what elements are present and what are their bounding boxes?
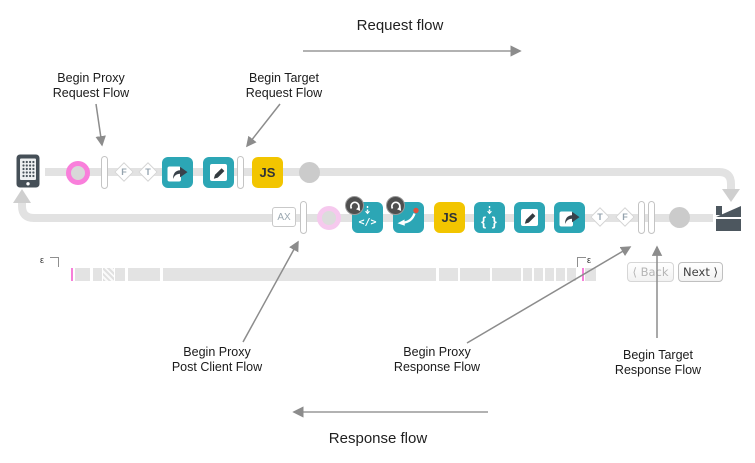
javascript-policy-icon[interactable]: JS xyxy=(434,202,465,233)
post-client-pointer-arrow-icon xyxy=(242,240,299,343)
ax-label: AX xyxy=(277,211,291,223)
back-button[interactable]: ⟨ Back xyxy=(627,262,674,282)
annotation-line: Request Flow xyxy=(245,86,323,100)
proxy-response-pointer-arrow-icon xyxy=(466,246,632,344)
request-endpoint-circle[interactable] xyxy=(299,162,320,183)
diamond-letter: F xyxy=(121,167,127,177)
annotation-line: Begin Proxy xyxy=(183,345,251,359)
annotation-line: Begin Proxy xyxy=(57,71,125,85)
annotation-target-response: Begin Target Response Flow xyxy=(593,348,723,378)
request-start-circle[interactable] xyxy=(66,161,90,185)
annotation-line: Post Client Flow xyxy=(171,360,263,374)
timeline-segment[interactable] xyxy=(556,268,565,281)
condition-diamond-true[interactable]: T xyxy=(590,207,610,227)
condition-diamond-false[interactable]: F xyxy=(114,162,134,182)
diamond-letter: F xyxy=(622,212,628,222)
loop-indicator-icon xyxy=(386,196,405,215)
annotation-line: Begin Target xyxy=(623,348,693,362)
timeline-left-epsilon: ε xyxy=(40,255,45,265)
pencil-glyph-icon xyxy=(521,209,538,226)
assign-message-policy-icon[interactable] xyxy=(554,202,585,233)
annotation-line: Begin Proxy xyxy=(403,345,471,359)
post-client-flow-marker[interactable] xyxy=(300,201,307,234)
timeline-segment[interactable] xyxy=(523,268,532,281)
annotation-proxy-response: Begin Proxy Response Flow xyxy=(372,345,502,375)
timeline-segment[interactable] xyxy=(128,268,160,281)
condition-diamond-true[interactable]: T xyxy=(138,162,158,182)
request-flow-title: Request flow xyxy=(356,17,444,34)
annotation-line: Request Flow xyxy=(52,86,130,100)
timeline-tick[interactable] xyxy=(582,268,584,281)
timeline-segment[interactable] xyxy=(439,268,458,281)
response-flow-title: Response flow xyxy=(328,430,428,447)
timeline-right-corner-icon xyxy=(577,257,586,267)
timeline-left-corner-icon xyxy=(50,257,59,267)
target-request-pointer-arrow-icon xyxy=(246,103,281,148)
timeline-segment[interactable] xyxy=(103,268,114,281)
annotation-line: Response Flow xyxy=(393,360,481,374)
share-glyph-icon xyxy=(167,166,188,182)
pencil-glyph-icon xyxy=(210,164,227,181)
timeline-segment[interactable] xyxy=(545,268,554,281)
annotation-target-request: Begin Target Request Flow xyxy=(219,71,349,101)
mobile-client-icon[interactable] xyxy=(16,154,40,188)
timeline-segment[interactable] xyxy=(75,268,90,281)
target-request-flow-marker[interactable] xyxy=(237,156,244,189)
response-arrowhead-icon xyxy=(13,189,31,203)
json-policy-icon[interactable]: { } xyxy=(474,202,505,233)
annotation-proxy-request: Begin Proxy Request Flow xyxy=(26,71,156,101)
code-glyph: </> xyxy=(358,216,377,228)
annotation-post-client: Begin Proxy Post Client Flow xyxy=(152,345,282,375)
edit-policy-icon[interactable] xyxy=(514,202,545,233)
timeline-right-epsilon: ε xyxy=(587,255,592,265)
loop-indicator-icon xyxy=(345,196,364,215)
diamond-letter: T xyxy=(145,167,151,177)
target-response-flow-marker[interactable] xyxy=(648,201,655,234)
timeline-segment[interactable] xyxy=(534,268,543,281)
analytics-step-box[interactable]: AX xyxy=(272,207,296,227)
edit-policy-icon[interactable] xyxy=(203,157,234,188)
proxy-response-flow-marker[interactable] xyxy=(638,201,645,234)
timeline-segment[interactable] xyxy=(492,268,521,281)
proxy-request-pointer-arrow-icon xyxy=(95,103,106,147)
assign-message-policy-icon[interactable] xyxy=(162,157,193,188)
share-glyph-icon xyxy=(559,211,580,227)
annotation-line: Begin Target xyxy=(249,71,319,85)
condition-diamond-false[interactable]: F xyxy=(615,207,635,227)
timeline-segment[interactable] xyxy=(93,268,102,281)
proxy-request-flow-marker[interactable] xyxy=(101,156,108,189)
diamond-letter: T xyxy=(597,212,603,222)
timeline-segment[interactable] xyxy=(585,268,596,281)
loop-arrow-icon xyxy=(390,201,401,211)
timeline-segment[interactable] xyxy=(163,268,436,281)
timeline-segment[interactable] xyxy=(115,268,125,281)
javascript-policy-icon[interactable]: JS xyxy=(252,157,283,188)
response-endpoint-circle[interactable] xyxy=(669,207,690,228)
timeline-tick[interactable] xyxy=(71,268,73,281)
request-arrowhead-icon xyxy=(722,189,740,202)
next-button[interactable]: Next ⟩ xyxy=(678,262,723,282)
down-arrow-icon xyxy=(486,206,493,215)
target-server-icon[interactable] xyxy=(712,203,744,233)
timeline-segment[interactable] xyxy=(567,268,576,281)
annotation-line: Response Flow xyxy=(614,363,702,377)
loop-arrow-icon xyxy=(349,201,360,211)
timeline-segment[interactable] xyxy=(460,268,490,281)
response-start-circle[interactable] xyxy=(317,206,341,230)
js-label: JS xyxy=(441,210,458,225)
js-label: JS xyxy=(259,165,276,180)
